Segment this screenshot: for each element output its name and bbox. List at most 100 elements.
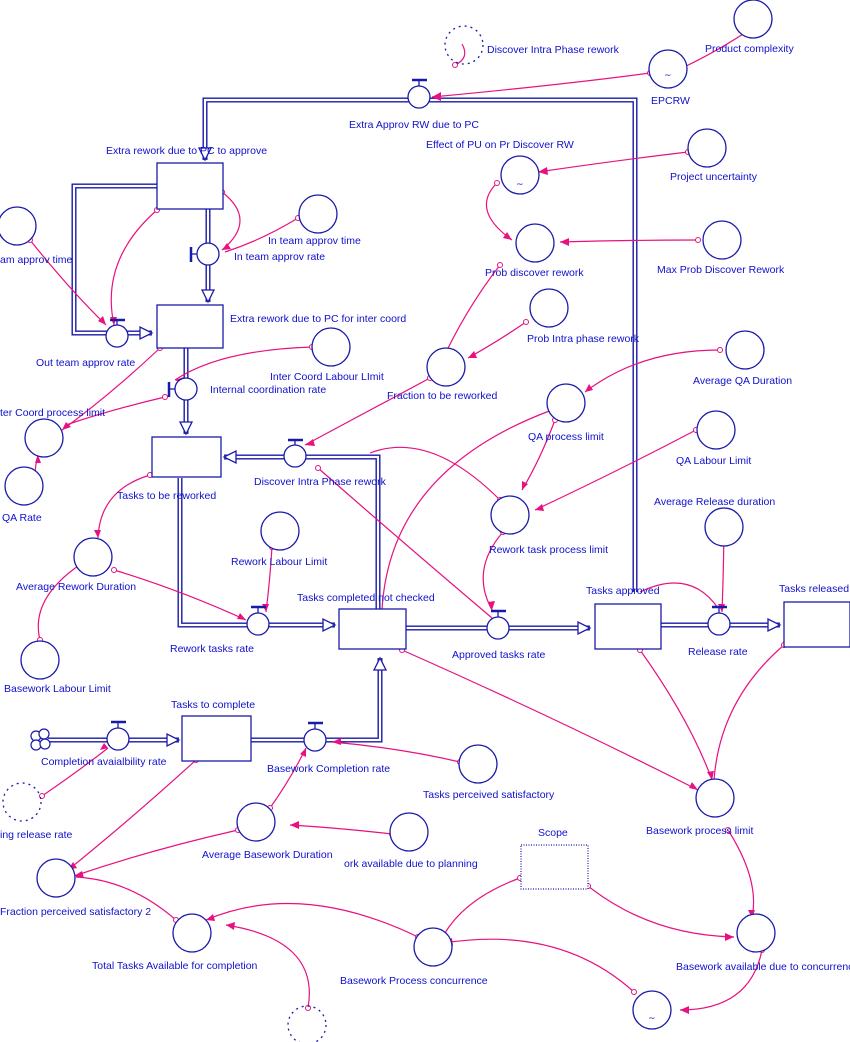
- aux-average-qa-duration[interactable]: [725, 330, 765, 370]
- label-basework-labour-limit: Tasks perceived satisfactory: [423, 789, 555, 801]
- valve-approved-tasks[interactable]: [486, 609, 510, 640]
- aux-epcrw[interactable]: [648, 49, 688, 89]
- label-rework-labour-limit: Rework Labour Limit: [231, 556, 327, 568]
- label-out-team-approv-time: am approv time: [0, 254, 73, 266]
- aux-average-release-duration[interactable]: [704, 507, 744, 547]
- label-release-rate: Release rate: [688, 646, 748, 658]
- label-total-tasks-available: Basework Process concurrence: [340, 975, 488, 987]
- aux-basework-available-concurrency[interactable]: [172, 913, 212, 953]
- flow-valves: [105, 78, 731, 752]
- aux-in-team-approv-time[interactable]: [298, 194, 338, 234]
- link-arrowheads: [35, 67, 755, 1014]
- aux-basework-process-concurrence[interactable]: [632, 990, 672, 1030]
- label-fraction-perceived-satisfactory: Basework available due to concurrency: [676, 961, 850, 973]
- aux-fraction-to-be-reworked[interactable]: [426, 347, 466, 387]
- valve-extra-approv-rw[interactable]: [407, 78, 431, 109]
- svg-text:~: ~: [516, 180, 524, 190]
- aux-effect-pu[interactable]: [500, 155, 540, 195]
- valve-basework-completion[interactable]: [303, 721, 327, 752]
- auxiliary-variables: [0, 0, 776, 1030]
- label-project-uncertainty: Project uncertainty: [670, 171, 758, 183]
- ghost-release-rate[interactable]: [2, 782, 42, 822]
- ghost-discover-intra[interactable]: [444, 25, 484, 65]
- aux-prob-discover-rework[interactable]: [515, 223, 555, 263]
- svg-text:~: ~: [664, 71, 672, 81]
- valve-completion-availability[interactable]: [106, 720, 130, 751]
- aux-product-complexity[interactable]: [733, 0, 773, 39]
- label-prob-discover-rework: Prob discover rework: [485, 267, 584, 279]
- aux-inter-coord-process-limit[interactable]: [24, 418, 64, 458]
- valve-in-team-approv[interactable]: [189, 242, 220, 266]
- stock-tasks-to-be-reworked[interactable]: [151, 436, 222, 478]
- stock-extra-rework-inter[interactable]: [156, 304, 224, 349]
- label-fraction-to-be-reworked: Fraction to be reworked: [387, 390, 497, 402]
- aux-total-tasks-available[interactable]: [413, 927, 453, 967]
- valve-release[interactable]: [707, 605, 731, 636]
- aux-basework-available-planning[interactable]: [36, 858, 76, 898]
- label-max-prob-discover: Max Prob Discover Rework: [657, 264, 785, 276]
- label-basework-available-planning: Fraction perceived satisfactory 2: [0, 906, 151, 918]
- cloud-source-icon: [30, 728, 51, 751]
- stock-tasks-released[interactable]: [783, 601, 850, 648]
- aux-out-team-approv-time[interactable]: [0, 206, 37, 246]
- aux-qa-labour-limit[interactable]: [696, 410, 736, 450]
- valve-internal-coord[interactable]: [167, 377, 198, 401]
- aux-rework-labour-limit[interactable]: [260, 511, 300, 551]
- graph-function-markers: ~ ~ ~: [516, 71, 672, 1024]
- labels: Product complexity Discover Intra Phase …: [0, 43, 850, 987]
- label-int-coord-duration: QA Rate: [2, 512, 42, 524]
- ghost-bottom[interactable]: [287, 1005, 327, 1042]
- label-basework-completion-rate: Basework Completion rate: [267, 763, 390, 775]
- label-tasks-approved: Tasks approved: [586, 585, 660, 597]
- aux-tasks-perceived-satisfactory[interactable]: [695, 778, 735, 818]
- label-rework-tasks-rate: Rework tasks rate: [170, 643, 254, 655]
- label-discover-intra-rate: Discover Intra Phase rework: [254, 476, 387, 488]
- label-basework-available-concurrency: Total Tasks Available for completion: [92, 960, 258, 972]
- label-rework-task-process-limit: Average Rework Duration: [16, 581, 136, 593]
- aux-average-rework-duration[interactable]: [20, 640, 60, 680]
- aux-basework-process-limit[interactable]: [236, 802, 276, 842]
- aux-int-coord-duration[interactable]: [4, 466, 44, 506]
- aux-basework-labour-limit[interactable]: [458, 744, 498, 784]
- stock-tasks-completed-not-checked[interactable]: [338, 608, 407, 650]
- stock-extra-rework-approve[interactable]: [156, 162, 224, 210]
- label-basework-process-limit: Average Basework Duration: [202, 849, 333, 861]
- label-scope: Scope: [538, 827, 568, 839]
- label-in-team-approv-time: In team approv time: [268, 235, 361, 247]
- svg-text:~: ~: [648, 1014, 656, 1024]
- valve-rework-tasks[interactable]: [246, 605, 270, 636]
- label-inter-coord-process-limit: ter Coord process limit: [0, 407, 105, 419]
- aux-prob-intra-phase[interactable]: [529, 288, 569, 328]
- aux-inter-coord-labour[interactable]: [311, 327, 351, 367]
- aux-project-uncertainty[interactable]: [687, 128, 727, 168]
- label-out-team-approv-rate: Out team approv rate: [36, 357, 135, 369]
- label-inter-coord-labour: Inter Coord Labour LImit: [270, 371, 384, 383]
- label-tasks-to-complete: Tasks to complete: [171, 699, 255, 711]
- valve-out-team-approv[interactable]: [105, 318, 129, 348]
- label-tasks-perceived-satisfactory: Basework process limit: [646, 825, 753, 837]
- label-qa-process-limit: QA process limit: [528, 431, 604, 443]
- label-tasks-completed-not-checked: Tasks completed not checked: [297, 592, 435, 604]
- aux-fraction-perceived-satisfactory[interactable]: [736, 913, 776, 953]
- label-average-qa-duration: Average QA Duration: [693, 375, 792, 387]
- label-extra-rework-approve: Extra rework due to PC to approve: [106, 145, 267, 157]
- label-prob-intra-phase: Prob Intra phase rework: [527, 333, 640, 345]
- label-approved-tasks-rate: Approved tasks rate: [452, 649, 546, 661]
- stock-tasks-to-complete[interactable]: [181, 715, 252, 762]
- label-tasks-released: Tasks released: [779, 583, 849, 595]
- aux-rework-task-process-limit[interactable]: [73, 537, 113, 577]
- label-tasks-to-be-reworked: Tasks to be reworked: [117, 490, 216, 502]
- label-discover-intra-ghost: Discover Intra Phase rework: [487, 44, 620, 56]
- aux-average-basework-duration[interactable]: [389, 812, 429, 852]
- scope-box[interactable]: [520, 844, 589, 890]
- stocks: [151, 162, 850, 890]
- stock-tasks-approved[interactable]: [594, 603, 662, 650]
- valve-discover-intra[interactable]: [283, 438, 307, 468]
- label-product-complexity: Product complexity: [705, 43, 794, 55]
- label-extra-approv-rw: Extra Approv RW due to PC: [349, 119, 479, 131]
- aux-max-prob-discover[interactable]: [702, 220, 742, 260]
- aux-qa-process-limit[interactable]: [546, 383, 586, 423]
- label-ghost-release-rate: ing release rate: [0, 829, 73, 841]
- aux-qa-rate[interactable]: [490, 495, 530, 535]
